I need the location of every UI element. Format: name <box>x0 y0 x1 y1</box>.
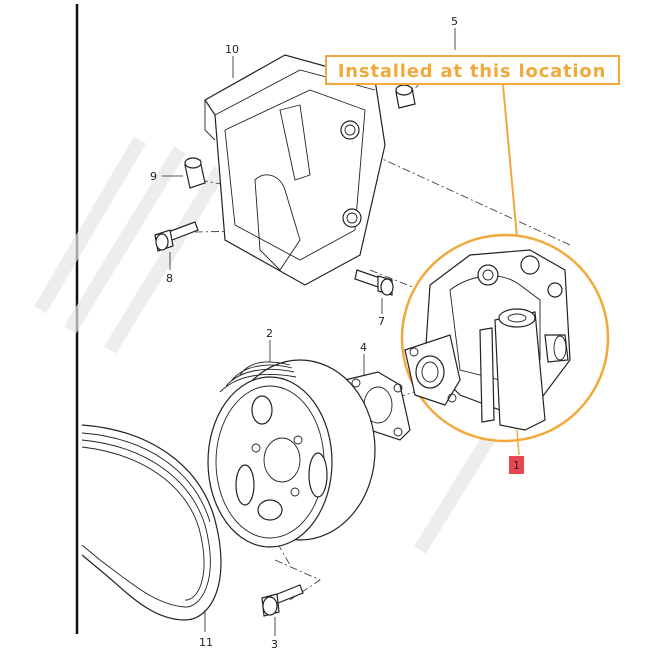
part-number-9: 9 <box>150 170 157 183</box>
belt-part-11 <box>81 424 222 621</box>
callout-text: Installed at this location <box>338 61 606 82</box>
pump-part-1 <box>404 249 571 431</box>
bolt-part-3 <box>261 584 304 617</box>
part-number-1: 1 <box>513 459 520 472</box>
part-number-11: 11 <box>199 636 213 649</box>
part-number-1-badge: 1 <box>509 456 524 474</box>
part-number-5: 5 <box>451 15 458 28</box>
callout-label: Installed at this location <box>325 55 620 85</box>
bushing-part-9 <box>184 157 206 189</box>
part-number-2: 2 <box>266 327 273 340</box>
part-number-4: 4 <box>360 341 367 354</box>
part-number-leaders <box>162 28 456 636</box>
part-number-7: 7 <box>378 315 385 328</box>
part-number-10: 10 <box>225 43 239 56</box>
part-number-3: 3 <box>271 638 278 651</box>
bolt-part-7 <box>354 269 394 296</box>
bracket-part-10 <box>204 54 386 286</box>
pulley-part-2 <box>207 359 376 548</box>
part-number-8: 8 <box>166 272 173 285</box>
watermark <box>33 136 506 554</box>
bolt-part-8 <box>154 221 199 252</box>
bushing-part-5 <box>395 84 416 109</box>
